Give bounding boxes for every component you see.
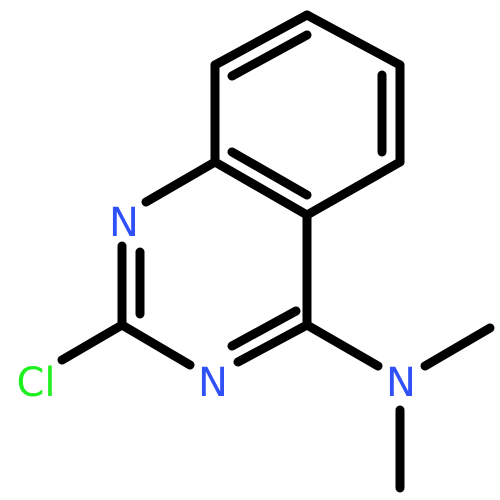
bond-c6-c7 (302, 10, 405, 70)
bond-n3-c4-inner (227, 306, 301, 351)
bond-c4a-c5 (302, 157, 405, 220)
bond-c7-c8-inner (227, 30, 312, 81)
bond-c8a-c4a-inner (227, 147, 312, 200)
bond-c8a-c4a (210, 157, 312, 220)
atom-n-amine-label: N (386, 360, 416, 406)
bond-n3-c4 (233, 320, 312, 367)
bond-c2-cl (57, 320, 127, 365)
atom-cl-label: Cl (16, 360, 55, 406)
bond-c7-c8 (210, 10, 312, 70)
bond-c8a-n1 (141, 157, 220, 207)
bond-namine-methyl-1 (420, 323, 495, 371)
bond-c4-namine (302, 320, 383, 371)
bond-c2-n3 (117, 320, 195, 370)
atom-n1-label: N (109, 200, 139, 246)
atom-n3-label: N (198, 360, 228, 406)
